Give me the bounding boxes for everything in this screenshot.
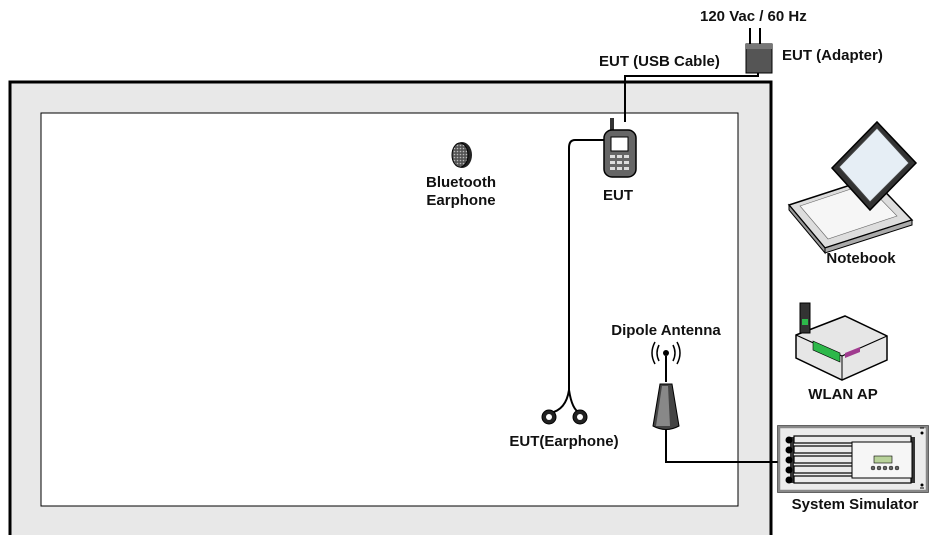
bluetooth-earphone-label-line2: Earphone (426, 192, 496, 209)
wlan-ap-label: WLAN AP (808, 386, 878, 403)
test-chamber (8, 80, 773, 535)
bluetooth-earphone-icon (451, 142, 472, 168)
eut-label: EUT (603, 187, 633, 204)
dipole-antenna-icon (651, 341, 681, 430)
mobile-phone-icon (603, 118, 637, 178)
wlan-router-icon (795, 302, 888, 381)
bluetooth-earphone-label: Bluetooth Earphone (426, 174, 496, 210)
rf-cable (665, 428, 795, 463)
power-supply-label: 120 Vac / 60 Hz (700, 8, 807, 25)
dipole-antenna-label: Dipole Antenna (611, 322, 721, 339)
usb-cable (624, 73, 759, 122)
wired-earphone-icon (541, 409, 588, 425)
system-simulator-icon (777, 425, 929, 493)
usb-cable-label: EUT (USB Cable) (599, 53, 720, 70)
notebook-label: Notebook (826, 250, 896, 267)
adapter-label: EUT (Adapter) (782, 47, 883, 64)
bluetooth-earphone-label-line1: Bluetooth (426, 174, 496, 191)
eut-earphone-label: EUT(Earphone) (509, 433, 619, 450)
power-adapter-icon (745, 43, 773, 74)
laptop-icon (787, 120, 918, 255)
system-simulator-label: System Simulator (791, 496, 919, 513)
